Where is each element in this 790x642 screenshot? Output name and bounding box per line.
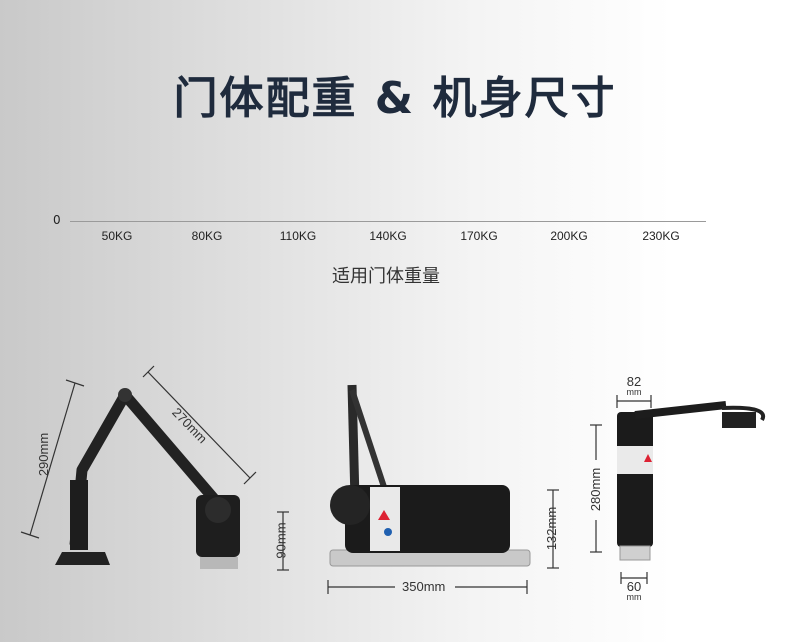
- tick-label: 230KG: [642, 229, 680, 243]
- dimension-lines: [20, 365, 652, 594]
- dim-body-length: 350mm: [402, 579, 446, 594]
- axis-title: 适用门体重量: [332, 266, 440, 287]
- dim-base-height: 90mm: [273, 522, 289, 559]
- tick-label: 50KG: [101, 229, 133, 243]
- dim-top-width-value: 82: [626, 374, 642, 389]
- dim-top-width: 82 mm: [620, 374, 648, 398]
- tick-label: 200KG: [550, 229, 588, 243]
- tick-label: 140KG: [369, 229, 407, 243]
- operator-body-image: [329, 384, 531, 567]
- dim-body-height: 132mm: [544, 506, 560, 551]
- tick-label: 80KG: [191, 229, 223, 243]
- weight-axis-line: [70, 221, 706, 222]
- dim-top-width-unit: mm: [626, 387, 642, 397]
- tick-label: 110KG: [279, 229, 317, 243]
- arm-product-image: [55, 388, 240, 569]
- dim-bottom-width-value: 60: [626, 579, 642, 594]
- tick-label: 170KG: [460, 229, 498, 243]
- page-title: 门体配重 & 机身尺寸: [173, 73, 617, 124]
- operator-front-image: [617, 401, 766, 561]
- dim-arm-height: 290mm: [36, 432, 52, 477]
- dim-side-height: 280mm: [588, 467, 604, 512]
- dim-bottom-width-unit: mm: [626, 592, 642, 602]
- axis-origin-label: 0: [53, 213, 61, 227]
- dim-bottom-width: 60 mm: [620, 579, 648, 603]
